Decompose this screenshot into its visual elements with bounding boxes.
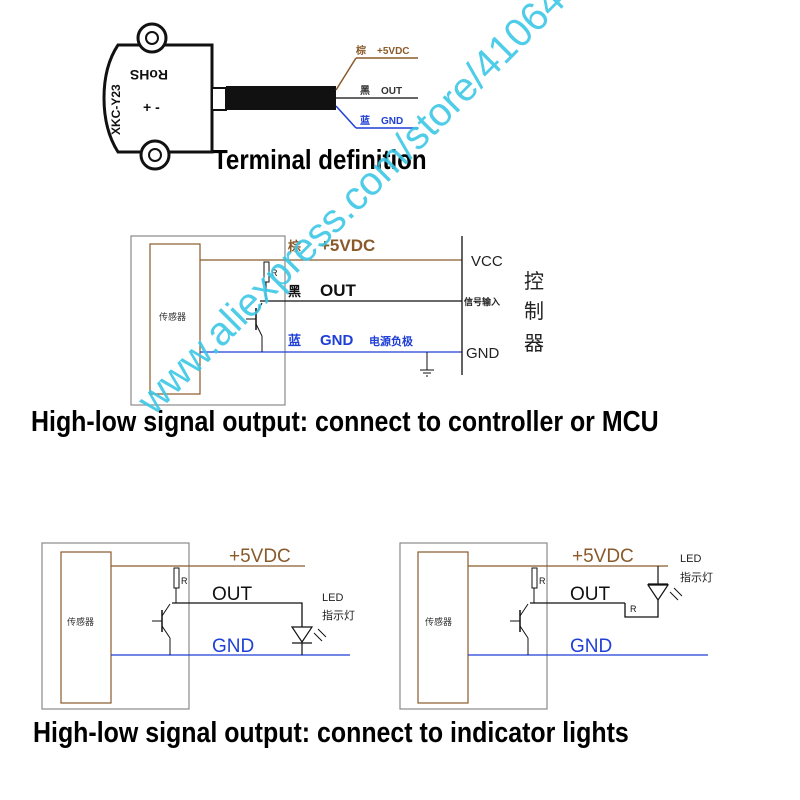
sensor-box-inner bbox=[417, 551, 469, 704]
sensor-label: 传感器 bbox=[159, 311, 186, 322]
out-line bbox=[172, 602, 303, 627]
led-label: LED bbox=[680, 553, 701, 565]
led-label: LED bbox=[322, 592, 343, 604]
sensor-box-inner bbox=[149, 243, 201, 395]
out-label: OUT bbox=[570, 584, 611, 605]
led-circuit-left: 传感器 R +5VDC OUT GND LED 指示灯 bbox=[41, 542, 355, 710]
vcc-color-label: 棕 bbox=[287, 239, 301, 254]
controller-signal: 信号输入 bbox=[464, 296, 500, 307]
resistor-label: R bbox=[539, 576, 546, 586]
transistor-symbol bbox=[246, 302, 263, 352]
led-series-resistor bbox=[624, 603, 640, 618]
led-circuit-right: 传感器 R R +5VDC OUT GND LED 指示灯 bbox=[399, 542, 713, 710]
sensor-box-outer bbox=[130, 235, 286, 406]
out-label: OUT bbox=[320, 281, 357, 300]
wire-vcc-name: +5VDC bbox=[377, 46, 410, 57]
sensor-model-label: XKC-Y23 bbox=[109, 84, 123, 135]
gnd-label: GND bbox=[320, 332, 354, 349]
sensor-module: XKC-Y23 + - RoHS bbox=[102, 22, 227, 171]
sensor-cable bbox=[226, 86, 336, 110]
terminal-caption: Terminal definition bbox=[213, 144, 427, 175]
sensor-box-outer bbox=[399, 542, 548, 710]
wire-vcc-color: 棕 bbox=[355, 44, 366, 57]
transistor-symbol bbox=[510, 603, 529, 655]
controller-name-1: 控 bbox=[524, 270, 544, 293]
controller-circuit: 传感器 R 棕 +5VDC 黑 OUT 蓝 GND 电源负极 VCC 信号输入 … bbox=[130, 235, 544, 406]
gnd-note: 电源负极 bbox=[369, 334, 414, 348]
wire-fan bbox=[335, 57, 418, 129]
vcc-label: +5VDC bbox=[572, 546, 634, 567]
wire-gnd-color: 蓝 bbox=[360, 114, 370, 127]
sensor-box-inner bbox=[60, 551, 112, 704]
wire-out-name: OUT bbox=[381, 86, 402, 97]
wire-out-color: 黑 bbox=[360, 85, 370, 97]
vcc-label: +5VDC bbox=[229, 546, 291, 567]
rohs-mark: RoHS bbox=[130, 67, 168, 83]
gnd-label: GND bbox=[212, 636, 254, 657]
wire-vcc bbox=[335, 57, 357, 91]
sensor-label: 传感器 bbox=[425, 616, 452, 627]
controller-name-3: 器 bbox=[524, 333, 544, 355]
terminal-labels: 棕 +5VDC 黑 OUT 蓝 GND bbox=[355, 44, 410, 127]
gnd-label: GND bbox=[570, 636, 612, 657]
transistor-symbol bbox=[152, 603, 171, 655]
wire-gnd-name: GND bbox=[381, 116, 403, 127]
sensor-polarity-marks: + - bbox=[143, 99, 160, 115]
led-symbol bbox=[290, 626, 327, 655]
vcc-label: +5VDC bbox=[320, 236, 375, 255]
pullup-resistor bbox=[173, 567, 180, 589]
resistor-label: R bbox=[181, 576, 188, 586]
out-color-label: 黑 bbox=[288, 284, 301, 299]
wire-gnd bbox=[335, 105, 357, 129]
pullup-resistor bbox=[531, 567, 538, 589]
led-note: 指示灯 bbox=[680, 570, 713, 584]
controller-name-2: 制 bbox=[524, 300, 544, 323]
controller-caption: High-low signal output: connect to contr… bbox=[31, 406, 659, 438]
out-label: OUT bbox=[212, 584, 253, 605]
controller-vcc: VCC bbox=[471, 253, 503, 270]
gnd-color-label: 蓝 bbox=[288, 333, 301, 348]
resistor2-label: R bbox=[630, 604, 637, 614]
controller-gnd: GND bbox=[466, 345, 500, 362]
led-note: 指示灯 bbox=[322, 608, 355, 622]
resistor-label: R bbox=[271, 268, 278, 278]
sensor-label: 传感器 bbox=[67, 616, 94, 627]
sensor-box-outer bbox=[41, 542, 190, 710]
indicator-caption: High-low signal output: connect to indic… bbox=[33, 717, 629, 749]
led-symbol bbox=[646, 566, 683, 602]
